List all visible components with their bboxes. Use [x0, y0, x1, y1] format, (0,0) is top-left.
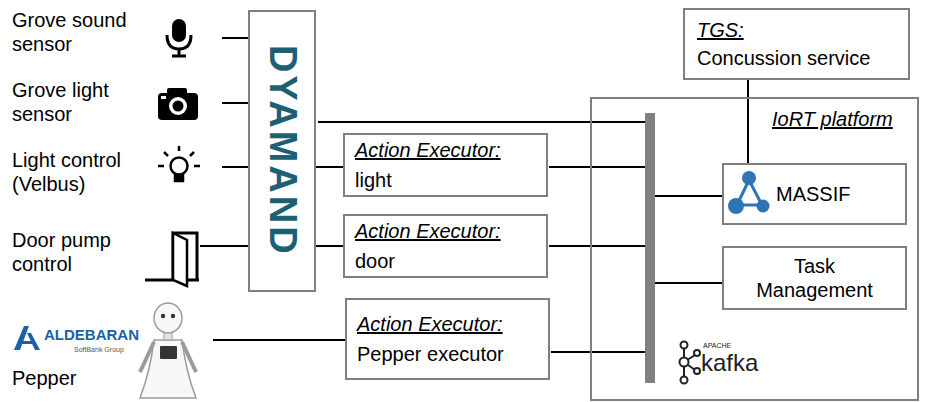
light-bulb-icon	[158, 146, 200, 181]
logo-node	[757, 200, 770, 213]
connector	[222, 102, 248, 104]
bulb-glass	[171, 158, 188, 175]
logo-text: ALDEBARAN	[44, 327, 139, 344]
logo-node	[694, 350, 700, 356]
kafka-logo-mark	[680, 342, 701, 384]
logo-stroke	[20, 341, 34, 344]
bulb-base	[175, 175, 183, 181]
node-text: door	[355, 249, 536, 273]
camera-body	[158, 93, 198, 120]
middleware-box: DYAMAND	[248, 10, 316, 292]
logo-node	[728, 198, 744, 214]
node-text: MASSIF	[776, 182, 850, 206]
microphone-stem	[178, 49, 181, 55]
device-label: Grove sound sensor	[8, 8, 222, 64]
device-label: Light control (Velbus)	[8, 148, 222, 206]
node-text: Light control (Velbus)	[12, 148, 157, 196]
robot-arm	[140, 342, 154, 372]
bus-wire	[549, 245, 645, 247]
door-icon	[145, 233, 199, 286]
node-heading: TGS:	[697, 18, 896, 42]
logo-node	[694, 368, 700, 374]
bus-wire	[318, 121, 645, 123]
logo-subtext: SoftBank Group	[74, 346, 124, 354]
robot-tablet	[160, 346, 177, 359]
microphone-holder	[167, 35, 191, 49]
bus-wire	[655, 195, 722, 197]
aldebaran-logo-mark	[14, 326, 40, 350]
component-box: MASSIF	[722, 163, 907, 225]
camera-flash	[161, 96, 166, 99]
bulb-ray	[158, 165, 164, 168]
massif-logo-mark	[728, 171, 770, 214]
device-label: Door pump control	[8, 228, 200, 286]
node-heading: Action Executor:	[355, 138, 536, 162]
device-label: Grove light sensor	[8, 78, 222, 134]
executor-box: Action Executor: Pepper executor	[345, 298, 550, 380]
bulb-ray	[178, 146, 181, 151]
logo-node	[680, 358, 689, 367]
camera-lens	[173, 101, 184, 112]
robot-body	[140, 340, 196, 398]
logo-text: kafka	[701, 350, 758, 376]
node-text: Grove sound sensor	[12, 8, 157, 56]
node-text: Door pump control	[12, 228, 157, 276]
node-text: Pepper	[12, 366, 209, 390]
component-box: Task Management	[722, 246, 907, 310]
robot-eye	[161, 314, 165, 318]
camera-icon	[158, 88, 198, 120]
node-text: Concussion service	[697, 46, 896, 70]
bus-wires	[318, 122, 722, 352]
node-text: light	[355, 168, 536, 192]
logo-node	[681, 342, 688, 349]
logo-node	[681, 377, 688, 384]
door-floor	[145, 279, 173, 282]
node-text: Task Management	[750, 254, 880, 302]
node-heading: Action Executor:	[357, 312, 538, 336]
executor-box: Action Executor: door	[343, 214, 548, 278]
node-text: Pepper executor	[357, 342, 538, 366]
bus-wire	[549, 166, 645, 168]
logo-node	[742, 171, 756, 185]
bulb-ray	[190, 152, 194, 156]
connector	[222, 37, 248, 39]
service-box: TGS: Concussion service	[683, 8, 910, 80]
logo-stroke	[14, 326, 29, 350]
node-text: Grove light sensor	[12, 78, 157, 126]
connector	[316, 245, 343, 247]
connector	[200, 245, 248, 247]
microphone-base	[172, 55, 186, 58]
door-floor	[187, 279, 199, 282]
executor-box: Action Executor: light	[343, 133, 548, 197]
pepper-robot-illustration	[140, 303, 196, 398]
robot-arm	[182, 342, 196, 372]
node-heading: Action Executor:	[355, 219, 536, 243]
kafka-bus-bar	[645, 113, 655, 383]
node-text: IoRT platform	[772, 107, 917, 131]
connector	[213, 339, 345, 341]
connector	[222, 166, 248, 168]
bulb-ray	[164, 152, 168, 156]
logo-subtext: APACHE	[703, 342, 731, 350]
robot-eye	[171, 314, 175, 318]
microphone-icon	[167, 19, 191, 56]
microphone-capsule	[172, 19, 186, 42]
bus-wire	[655, 282, 722, 284]
camera-lens-ring	[169, 97, 187, 115]
node-text: DYAMAND	[259, 45, 305, 257]
door-panel	[173, 233, 187, 286]
connector	[316, 166, 343, 168]
bus-wire	[551, 351, 645, 353]
robot-head	[154, 303, 182, 333]
bulb-ray	[194, 165, 200, 168]
connector	[747, 80, 749, 163]
